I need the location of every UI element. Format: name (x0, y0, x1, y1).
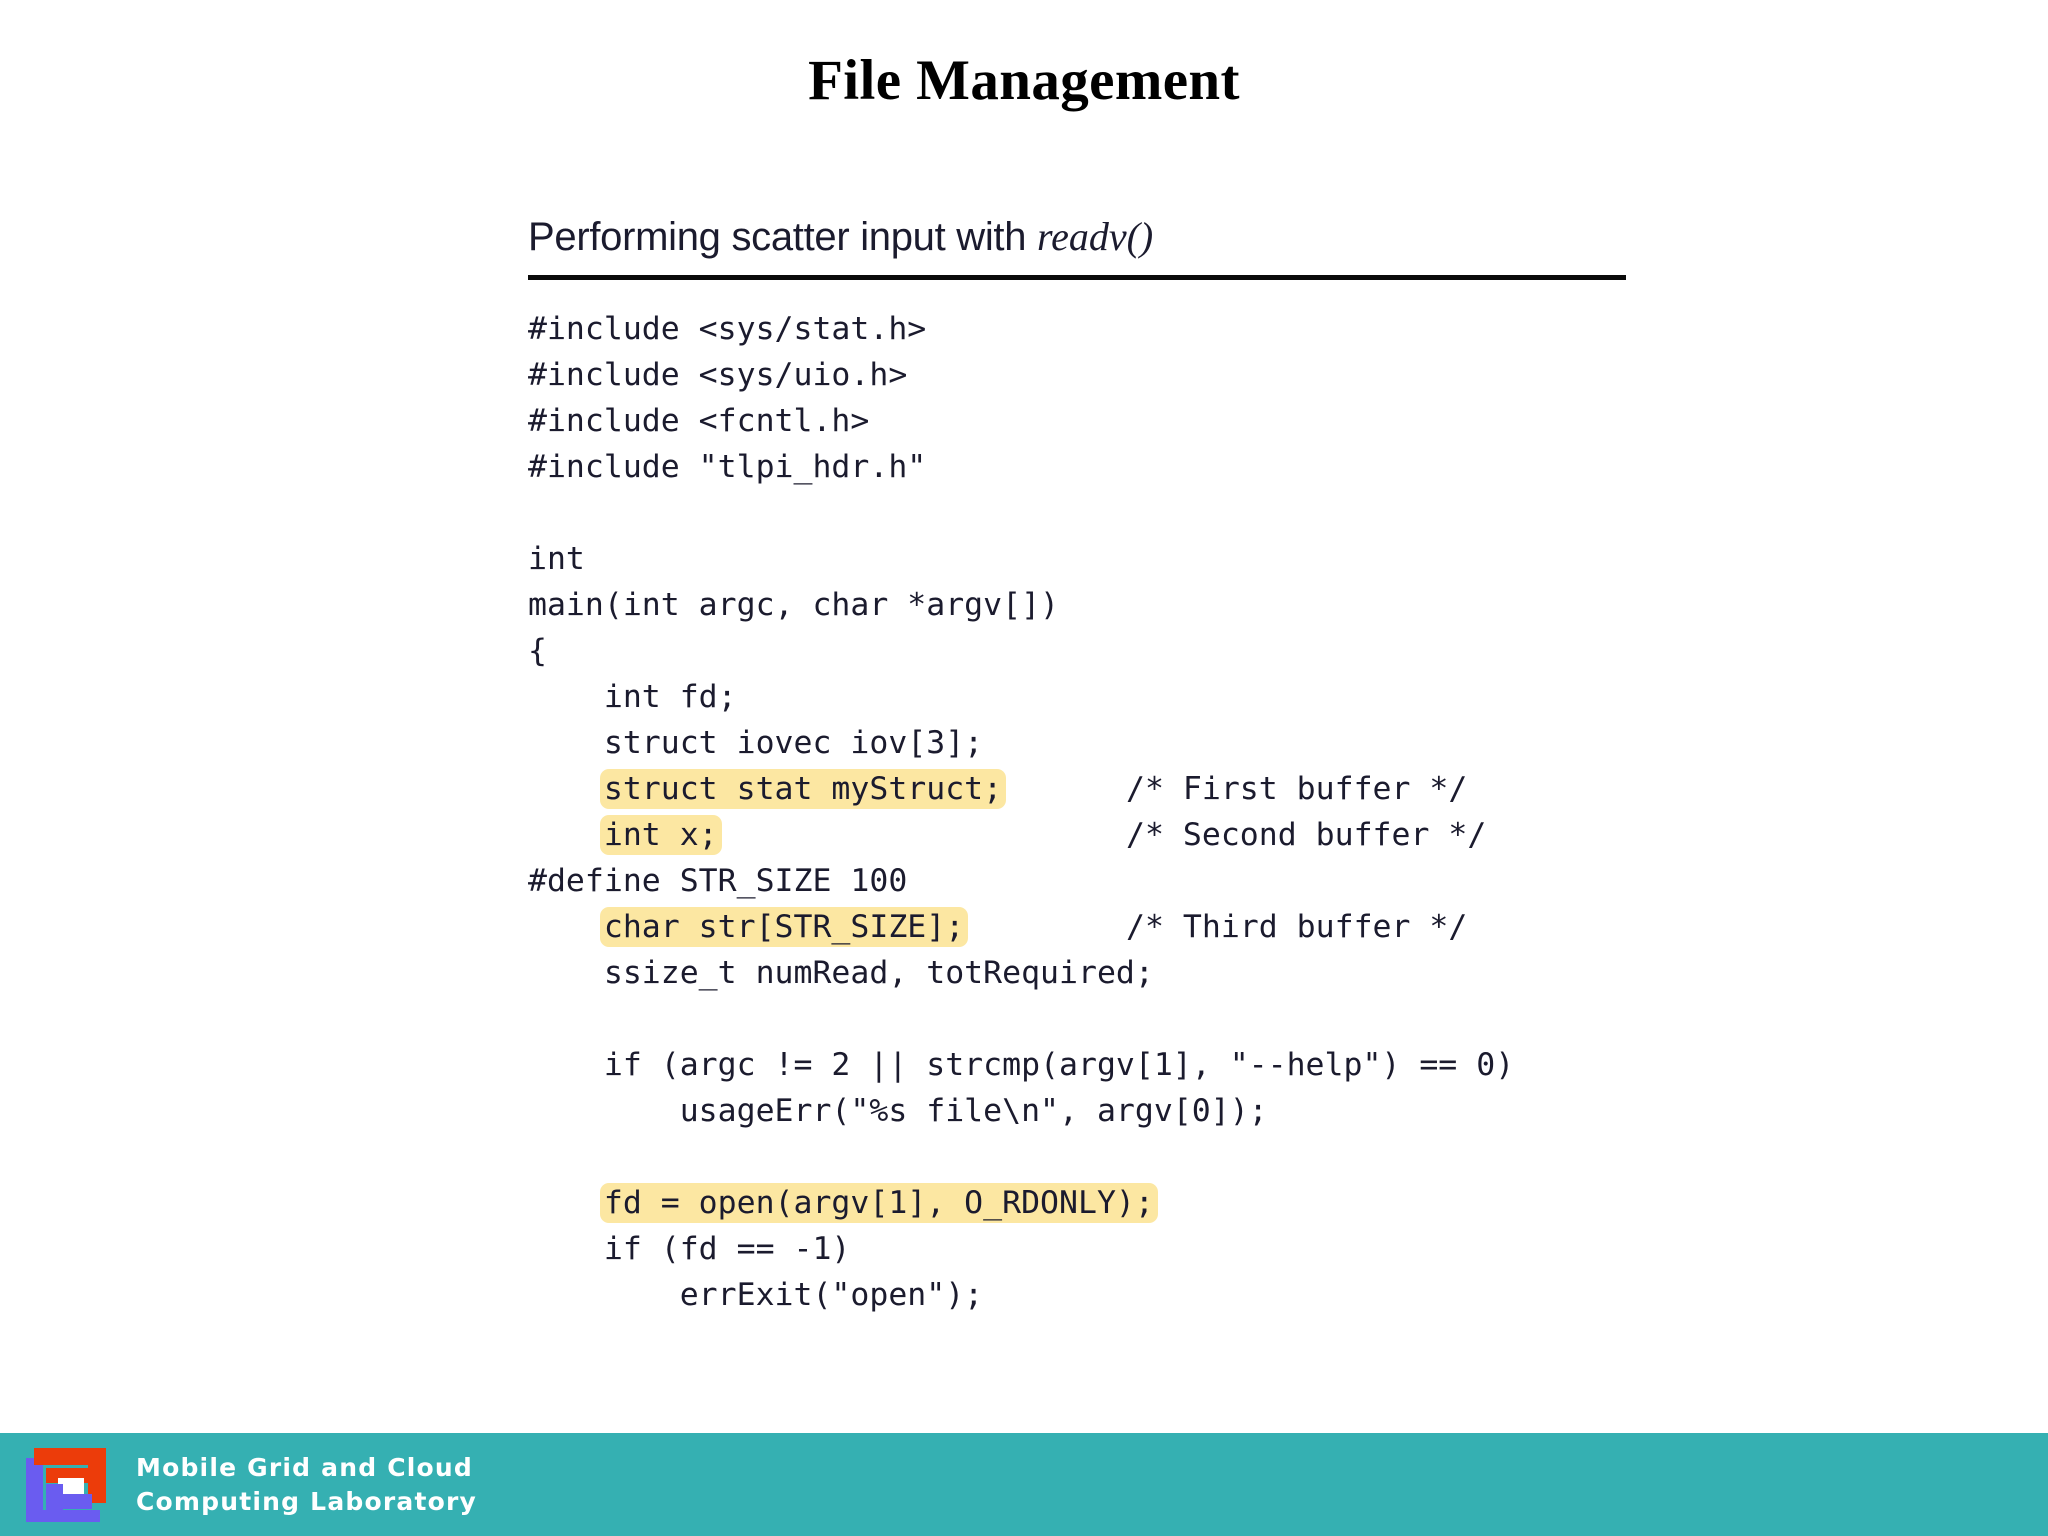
code-text (528, 1185, 604, 1221)
code-line: if (argc != 2 || strcmp(argv[1], "--help… (528, 1042, 1648, 1088)
code-text: int fd; (528, 679, 737, 715)
code-highlight: struct stat myStruct; (599, 769, 1007, 809)
code-line: { (528, 628, 1648, 674)
mgcl-logo-icon (26, 1447, 110, 1522)
code-line: ssize_t numRead, totRequired; (528, 950, 1648, 996)
code-text: #include "tlpi_hdr.h" (528, 449, 927, 485)
footer-lab-name: Mobile Grid and Cloud Computing Laborato… (136, 1451, 477, 1519)
code-line: #include <sys/stat.h> (528, 306, 1648, 352)
code-line: int fd; (528, 674, 1648, 720)
code-text: #define STR_SIZE 100 (528, 863, 908, 899)
code-line: #include "tlpi_hdr.h" (528, 444, 1648, 490)
footer-line-1: Mobile Grid and Cloud (136, 1452, 474, 1482)
code-line: #include <sys/uio.h> (528, 352, 1648, 398)
code-text: struct iovec iov[3]; (528, 725, 984, 761)
code-text: #include <sys/stat.h> (528, 311, 927, 347)
code-line: usageErr("%s file\n", argv[0]); (528, 1088, 1648, 1134)
code-line (528, 996, 1648, 1042)
code-text: ssize_t numRead, totRequired; (528, 955, 1154, 991)
code-text (528, 771, 604, 807)
code-text: if (argc != 2 || strcmp(argv[1], "--help… (528, 1047, 1515, 1083)
code-text: { (528, 633, 547, 669)
code-line: main(int argc, char *argv[]) (528, 582, 1648, 628)
code-line: int x; /* Second buffer */ (528, 812, 1648, 858)
figure-caption: Performing scatter input with readv() (528, 214, 1648, 260)
code-line (528, 1134, 1648, 1180)
code-highlight: fd = open(argv[1], O_RDONLY); (599, 1183, 1158, 1223)
code-figure: Performing scatter input with readv() #i… (528, 215, 1648, 1318)
code-highlight: char str[STR_SIZE]; (599, 907, 969, 947)
code-line: struct iovec iov[3]; (528, 720, 1648, 766)
code-text: errExit("open"); (528, 1277, 984, 1313)
footer-line-2: Computing Laboratory (136, 1486, 478, 1516)
page-title: File Management (808, 49, 1240, 112)
code-text (528, 909, 604, 945)
footer-bar: Mobile Grid and Cloud Computing Laborato… (0, 1433, 2048, 1536)
code-line: #include <fcntl.h> (528, 398, 1648, 444)
code-text: main(int argc, char *argv[]) (528, 587, 1060, 623)
code-line: #define STR_SIZE 100 (528, 858, 1648, 904)
figure-caption-function: readv() (1037, 214, 1154, 259)
code-line: errExit("open"); (528, 1272, 1648, 1318)
code-line (528, 490, 1648, 536)
code-text: usageErr("%s file\n", argv[0]); (528, 1093, 1268, 1129)
code-highlight: int x; (599, 815, 722, 855)
code-comment: /* Second buffer */ (1126, 817, 1487, 853)
code-line: if (fd == -1) (528, 1226, 1648, 1272)
figure-caption-text: Performing scatter input with (528, 215, 1037, 259)
code-text (528, 817, 604, 853)
figure-divider (528, 275, 1626, 280)
code-line: fd = open(argv[1], O_RDONLY); (528, 1180, 1648, 1226)
code-text: int (528, 541, 585, 577)
code-line: struct stat myStruct; /* First buffer */ (528, 766, 1648, 812)
code-text: #include <fcntl.h> (528, 403, 870, 439)
code-line: char str[STR_SIZE]; /* Third buffer */ (528, 904, 1648, 950)
code-text: #include <sys/uio.h> (528, 357, 908, 393)
code-line: int (528, 536, 1648, 582)
code-comment: /* First buffer */ (1126, 771, 1468, 807)
code-comment: /* Third buffer */ (1126, 909, 1468, 945)
code-text: if (fd == -1) (528, 1231, 851, 1267)
code-listing: #include <sys/stat.h> #include <sys/uio.h… (528, 306, 1648, 1318)
